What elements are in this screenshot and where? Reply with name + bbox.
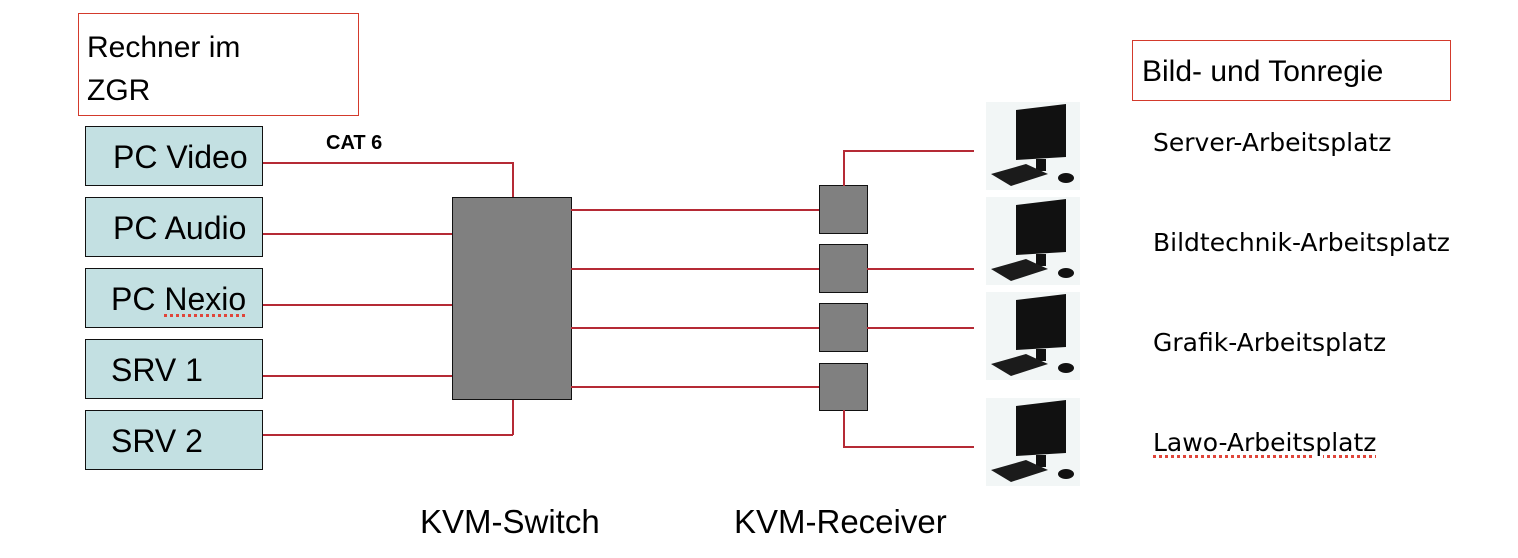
desktop-computer-icon (986, 102, 1080, 190)
workstation-label-server: Server-Arbeitsplatz (1153, 128, 1392, 157)
wire-receiver-2-out (867, 268, 974, 270)
kvm-receiver-3 (819, 303, 868, 352)
workstation-label-grafik: Grafik-Arbeitsplatz (1153, 328, 1387, 357)
wire-srv-2-rise (512, 398, 514, 435)
wire-receiver-1-out (843, 150, 974, 152)
wire-switch-receiver-3 (571, 327, 820, 329)
cable-label: CAT 6 (326, 132, 383, 154)
kvm-receiver-2 (819, 244, 868, 293)
source-srv-2: SRV 2 (85, 410, 263, 470)
wire-receiver-3-out (867, 327, 974, 329)
wire-pc-nexio (263, 304, 453, 306)
kvm-receiver-caption: KVM-Receiver (734, 503, 947, 540)
workstation-label-lawo: Lawo-Arbeitsplatz (1153, 428, 1377, 457)
kvm-switch-caption: KVM-Switch (420, 503, 600, 540)
wire-receiver-1-rise (843, 150, 845, 186)
source-label: SRV 1 (111, 352, 203, 388)
left-group-title-line1: Rechner im (87, 31, 241, 64)
desktop-computer-icon (986, 398, 1080, 486)
source-label: PC Nexio (111, 281, 247, 317)
wire-pc-video-drop (512, 162, 514, 198)
wire-receiver-4-out (843, 446, 974, 448)
left-group-title-box: Rechner im ZGR (78, 13, 359, 116)
source-label: PC Video (113, 139, 248, 175)
source-srv-1: SRV 1 (85, 339, 263, 399)
wire-switch-receiver-4 (571, 386, 820, 388)
wire-pc-video (263, 162, 513, 164)
source-pc-video: PC Video (85, 126, 263, 186)
source-label: SRV 2 (111, 423, 203, 459)
wire-srv-2 (263, 434, 513, 436)
wire-receiver-4-drop (843, 410, 845, 447)
kvm-receiver-4 (819, 363, 868, 411)
desktop-computer-icon (986, 197, 1080, 285)
workstation-label-bildtechnik: Bildtechnik-Arbeitsplatz (1153, 228, 1450, 257)
right-group-title-box: Bild- und Tonregie (1132, 40, 1451, 101)
wire-switch-receiver-1 (571, 209, 820, 211)
source-pc-nexio: PC Nexio (85, 268, 263, 328)
kvm-switch (452, 197, 572, 400)
wire-srv-1 (263, 375, 453, 377)
wire-pc-audio (263, 233, 453, 235)
right-group-title: Bild- und Tonregie (1142, 55, 1384, 88)
wire-switch-receiver-2 (571, 268, 820, 270)
left-group-title-line2: ZGR (87, 74, 151, 107)
source-pc-audio: PC Audio (85, 197, 263, 257)
source-label: PC Audio (113, 210, 247, 246)
kvm-receiver-1 (819, 185, 868, 234)
desktop-computer-icon (986, 292, 1080, 380)
spelling-flagged-word: Nexio (164, 281, 247, 317)
